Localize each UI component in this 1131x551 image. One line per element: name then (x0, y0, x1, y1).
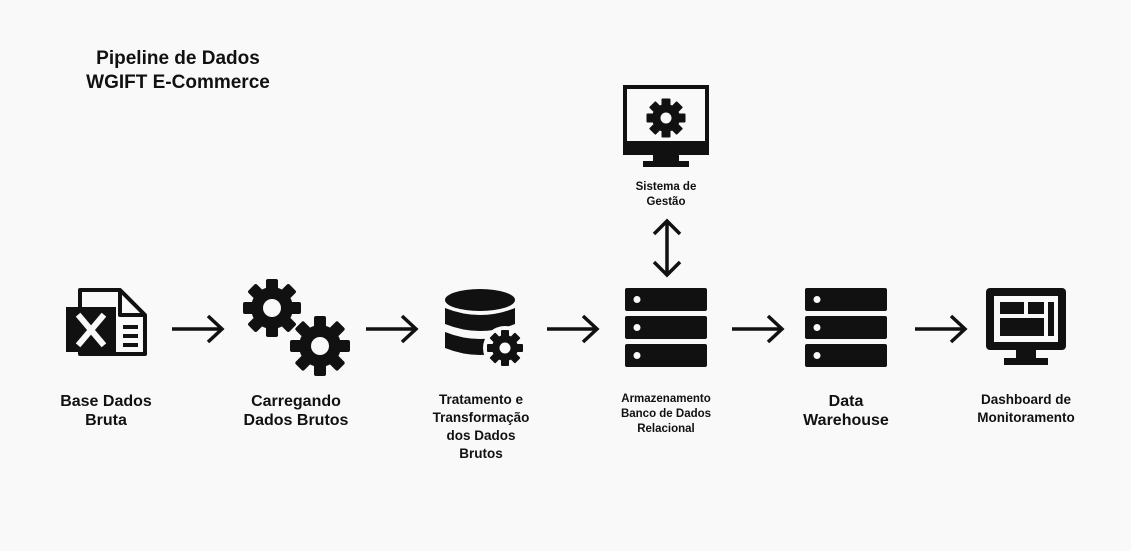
label-line: dos Dados (446, 428, 516, 443)
gears-icon (242, 278, 350, 380)
label-line: Dados Brutos (243, 412, 349, 429)
label-line: Relacional (637, 423, 695, 435)
database-gear-icon (444, 288, 528, 370)
diagram-title-line1: Pipeline de Dados (96, 48, 260, 69)
label-line: Bruta (85, 412, 127, 429)
flow-arrow-2 (364, 313, 420, 345)
server-icon (625, 288, 707, 368)
label-line: Armazenamento (621, 393, 711, 405)
label-line: Sistema de (635, 181, 697, 193)
label-line: Brutos (459, 446, 503, 461)
node-label-dashboard: Dashboard de Monitoramento (977, 391, 1075, 427)
flow-arrow-3 (545, 313, 601, 345)
flow-arrow-4 (730, 313, 786, 345)
label-line: Banco de Dados (620, 408, 712, 420)
node-label-data-warehouse: Data Warehouse (803, 392, 889, 430)
diagram-title-line2: WGIFT E-Commerce (86, 72, 270, 93)
dashboard-monitor-icon (986, 288, 1068, 368)
node-label-sistema-gestao: Sistema de Gestão (636, 180, 697, 210)
label-line: Dashboard de (980, 392, 1072, 407)
flow-arrow-5 (913, 313, 969, 345)
label-line: Transformação (432, 410, 530, 425)
node-label-armazenamento: Armazenamento Banco de Dados Relacional (621, 392, 711, 437)
label-line: Base Dados (60, 393, 152, 410)
label-line: Tratamento e (438, 392, 524, 407)
monitor-gear-icon (623, 85, 709, 169)
label-line: Data (828, 393, 864, 410)
bidirectional-arrow (650, 218, 684, 278)
label-line: Carregando (251, 393, 341, 410)
excel-file-icon (64, 288, 148, 356)
node-label-tratamento: Tratamento e Transformação dos Dados Bru… (433, 391, 530, 463)
node-label-carregando: Carregando Dados Brutos (244, 392, 349, 430)
diagram-title: Pipeline de Dados WGIFT E-Commerce (58, 47, 298, 95)
node-label-base-dados: Base Dados Bruta (60, 392, 152, 430)
warehouse-server-icon (805, 288, 887, 368)
label-line: Warehouse (803, 412, 889, 429)
flow-arrow-1 (170, 313, 226, 345)
label-line: Gestão (646, 196, 686, 208)
label-line: Monitoramento (977, 410, 1075, 425)
